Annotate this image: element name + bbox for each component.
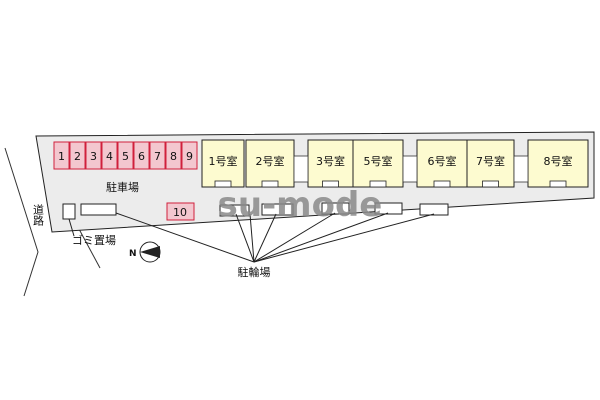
parking-space: 4 <box>101 141 118 170</box>
bicycle-boxes <box>80 202 449 217</box>
unit-label: 8号室 <box>544 154 573 168</box>
watermark: su-mode <box>218 185 383 225</box>
north-arrow <box>139 241 161 263</box>
parking-space-number: 7 <box>154 150 161 163</box>
parking-space: 5 <box>117 141 134 170</box>
unit-label: 1号室 <box>209 154 238 168</box>
parking-space-number: 9 <box>186 150 193 163</box>
bicycle-leaders <box>115 212 435 263</box>
unit: 5号室 <box>352 139 404 188</box>
unit: 7号室 <box>466 139 515 188</box>
bicycle-label: 駐輪場 <box>238 265 271 279</box>
unit-label: 2号室 <box>256 154 285 168</box>
parking-space-number: 2 <box>74 150 81 163</box>
unit: 1号室 <box>201 139 245 188</box>
parking-space-number: 3 <box>90 150 97 163</box>
north-label: N <box>129 249 137 259</box>
unit: 2号室 <box>245 139 295 188</box>
road-edge-line <box>4 147 39 297</box>
unit-label: 5号室 <box>364 154 393 168</box>
parking-space-number: 6 <box>138 150 145 163</box>
stair-boxes <box>293 155 529 183</box>
unit: 3号室 <box>307 139 354 188</box>
parking-space-number: 8 <box>170 150 177 163</box>
parking-space-number: 5 <box>122 150 129 163</box>
parking-label: 駐車場 <box>106 180 139 194</box>
parking-space-10-box <box>166 202 195 221</box>
unit: 8号室 <box>527 139 589 188</box>
unit-label: 7号室 <box>476 154 505 168</box>
parking-space: 3 <box>85 141 102 170</box>
garbage-leader <box>68 218 75 237</box>
garbage-box <box>62 203 76 220</box>
unit: 6号室 <box>416 139 468 188</box>
parking-space-number: 4 <box>106 150 113 163</box>
road-label: 道路 <box>32 203 45 227</box>
parking-space-number: 1 <box>58 150 65 163</box>
parking-space: 7 <box>149 141 166 170</box>
garbage-label: ゴミ置場 <box>72 233 116 247</box>
parking-space: 6 <box>133 141 150 170</box>
parking-space: 8 <box>165 141 182 170</box>
parking-space: 9 <box>181 141 198 170</box>
units: 1号室 2号室 3号室 5号室 6号室 7号室 8号室 <box>201 139 589 188</box>
parking-space: 1 <box>53 141 70 170</box>
parking-space-10: 10 <box>173 206 187 219</box>
unit-label: 6号室 <box>428 154 457 168</box>
unit-label: 3号室 <box>316 154 345 168</box>
parking-space: 2 <box>69 141 86 170</box>
